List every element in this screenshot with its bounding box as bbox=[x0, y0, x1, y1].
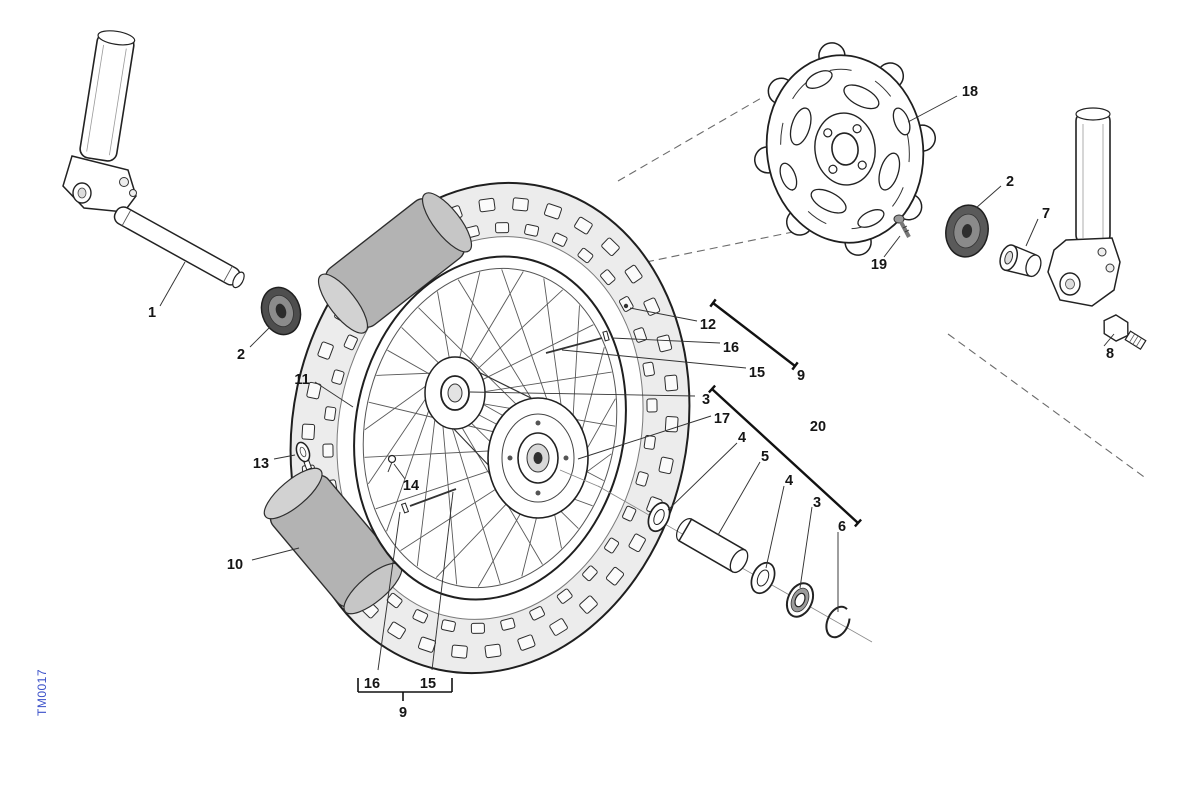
spacer-tube bbox=[676, 518, 749, 574]
circlip bbox=[825, 605, 851, 639]
rim-band-lower bbox=[263, 467, 403, 615]
brake-disc bbox=[754, 42, 936, 256]
construction-lines bbox=[617, 96, 1148, 480]
disc-screw bbox=[893, 214, 911, 238]
callout-cap-left: 2 bbox=[237, 347, 245, 363]
callout-labels: 1 2 11 13 10 14 16 15 9 12 16 15 9 3 17 … bbox=[148, 84, 1114, 721]
spoke-hole-dot bbox=[623, 303, 629, 309]
wheel-bearing bbox=[785, 582, 815, 618]
right-fork-leg bbox=[1047, 107, 1121, 307]
front-wheel bbox=[263, 181, 691, 675]
callout-hub-bearing: 3 bbox=[702, 392, 710, 408]
callout-valve: 13 bbox=[253, 456, 269, 472]
spoke-nipple-small bbox=[387, 454, 397, 473]
spacer-bush bbox=[999, 244, 1042, 278]
left-fork-leg bbox=[62, 30, 137, 213]
hub-bearing bbox=[440, 375, 470, 411]
rim-band-upper bbox=[317, 192, 473, 334]
washer-lower bbox=[750, 561, 776, 595]
callout-bottom-group: 9 bbox=[399, 705, 407, 721]
callout-washer-upper: 4 bbox=[738, 430, 746, 446]
hub-axis-line bbox=[559, 469, 601, 488]
callout-axle: 1 bbox=[148, 305, 156, 321]
callout-bottom-nipple: 16 bbox=[364, 676, 380, 692]
hub bbox=[424, 356, 589, 519]
callout-bush: 7 bbox=[1042, 206, 1050, 222]
callout-right-nipple: 16 bbox=[723, 340, 739, 356]
callout-rim-band: 10 bbox=[227, 557, 243, 573]
callout-cap-right: 2 bbox=[1006, 174, 1014, 190]
spoke-upper-detail bbox=[545, 303, 629, 354]
spoke-lower-detail bbox=[400, 488, 457, 514]
callout-group-20: 20 bbox=[810, 419, 826, 435]
callout-hub: 17 bbox=[714, 411, 730, 427]
callout-spacer: 5 bbox=[761, 449, 769, 465]
callout-washer-lower: 4 bbox=[785, 473, 793, 489]
leader-lines bbox=[159, 95, 1115, 671]
washer-upper bbox=[647, 501, 671, 533]
rim-lock-valve bbox=[295, 441, 313, 471]
callout-bottom-spoke: 15 bbox=[420, 676, 436, 692]
callout-right-group: 9 bbox=[797, 368, 805, 384]
callout-axle-bolt: 8 bbox=[1106, 346, 1114, 362]
callout-nipple: 14 bbox=[403, 478, 419, 494]
dust-cap-left bbox=[260, 286, 302, 336]
group-brackets bbox=[708, 298, 862, 528]
axle-spacer-set bbox=[597, 485, 873, 643]
callout-disc-screw: 19 bbox=[871, 257, 887, 273]
drawing-code: TM0017 bbox=[35, 669, 49, 716]
dust-cap-right bbox=[945, 204, 989, 258]
callout-brake-disc: 18 bbox=[962, 84, 978, 100]
callout-rim: 11 bbox=[294, 372, 309, 388]
front-axle bbox=[113, 206, 245, 289]
callout-circlip: 6 bbox=[838, 519, 846, 535]
bottom-bracket bbox=[357, 678, 453, 701]
axle-bolt bbox=[1103, 314, 1147, 351]
callout-right-spoke: 15 bbox=[749, 365, 765, 381]
callout-bearing: 3 bbox=[813, 495, 821, 511]
callout-spoke-dot: 12 bbox=[700, 317, 716, 333]
